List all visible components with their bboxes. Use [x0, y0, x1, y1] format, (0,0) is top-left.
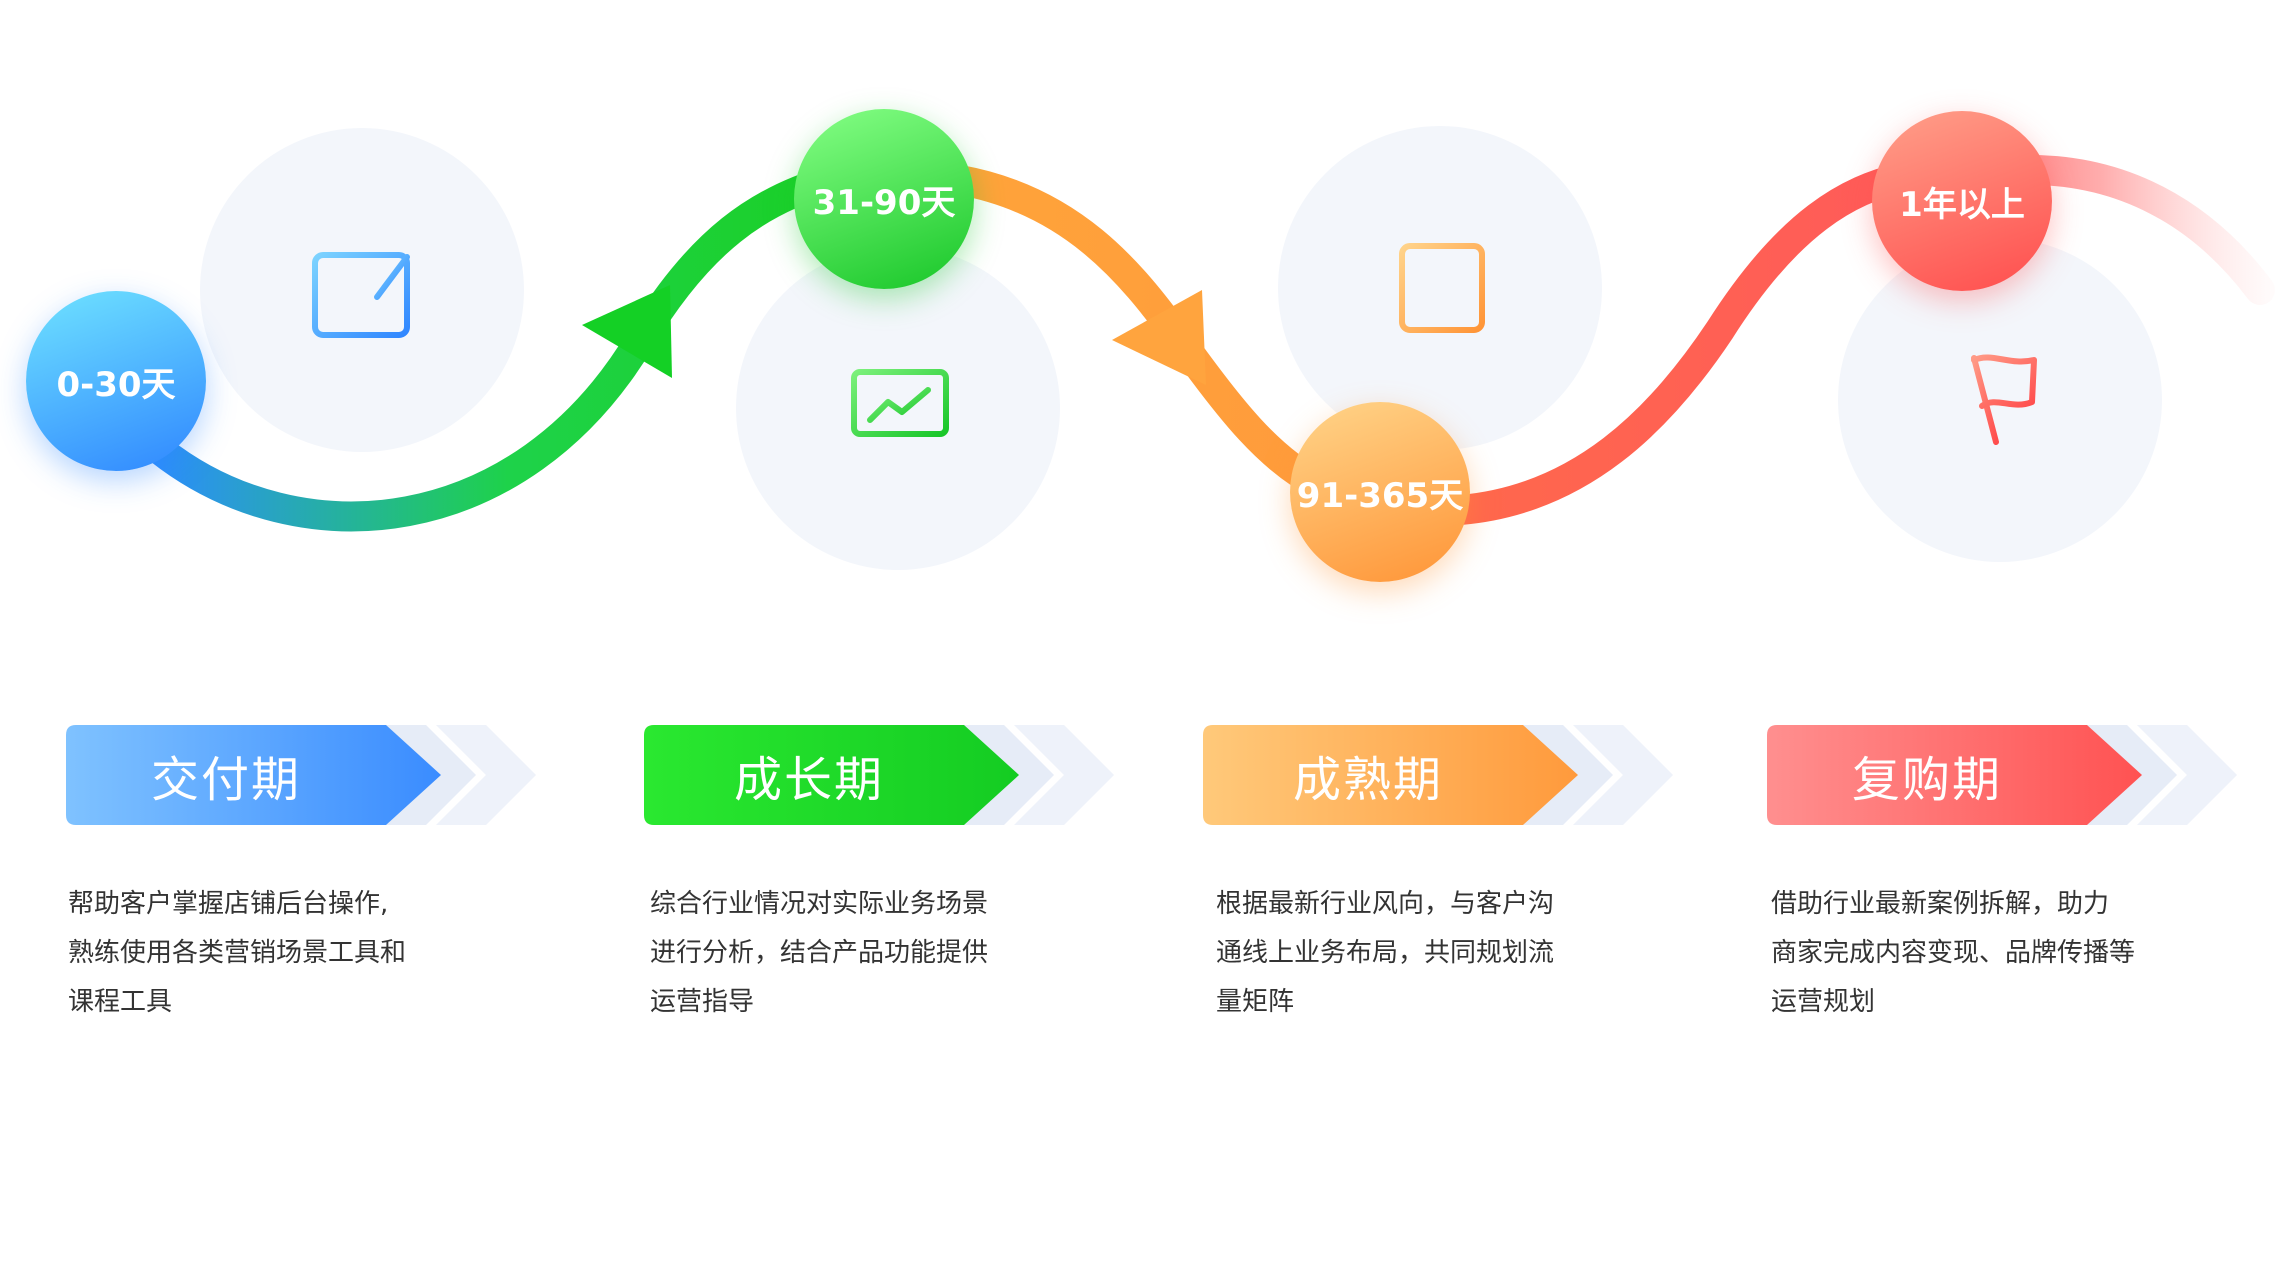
banner-shape	[644, 725, 1019, 825]
period-bubble-growth: 31-90天	[794, 109, 974, 289]
wave-segment-mature	[1445, 155, 2275, 525]
banner-shape	[1767, 725, 2142, 825]
stage-description-growth: 综合行业情况对实际业务场景 进行分析，结合产品功能提供 运营指导	[650, 889, 989, 1017]
wave-segment-delivery	[145, 165, 845, 532]
stage-name: 成长期	[733, 752, 884, 808]
banner-shape	[66, 725, 441, 825]
arrowhead-green	[582, 285, 672, 378]
arrowhead-orange	[1112, 290, 1206, 385]
bg-disc	[1278, 126, 1602, 450]
chevron-ghost	[1573, 725, 1673, 825]
period-bubble-mature: 91-365天	[1290, 402, 1470, 582]
stage-description-delivery: 帮助客户掌握店铺后台操作, 熟练使用各类营销场景工具和 课程工具	[68, 889, 407, 1017]
stage-name: 交付期	[150, 752, 301, 808]
stage-name: 成熟期	[1292, 752, 1443, 808]
bg-disc	[200, 128, 524, 452]
stage-banner-delivery: 交付期	[66, 725, 586, 830]
stage-banner-mature: 成熟期	[1203, 725, 1723, 830]
document-edit-icon	[303, 235, 423, 355]
stage-name: 复购期	[1851, 752, 2002, 808]
grid-panel-icon	[1380, 230, 1500, 350]
chevron-ghost	[1014, 725, 1114, 825]
chevron-ghost	[2137, 725, 2237, 825]
period-bubble-repurchase: 1年以上	[1872, 111, 2052, 291]
stage-banner-repurchase: 复购期	[1767, 725, 2280, 830]
chevron-ghost	[436, 725, 536, 825]
flag-icon	[1940, 340, 2060, 460]
stage-banner-growth: 成长期	[644, 725, 1164, 830]
monitor-chart-icon	[840, 350, 960, 470]
stage-description-repurchase: 借助行业最新案例拆解，助力 商家完成内容变现、品牌传播等 运营规划	[1771, 889, 2136, 1017]
period-bubble-delivery: 0-30天	[26, 291, 206, 471]
stage-description-mature: 根据最新行业风向，与客户沟 通线上业务布局，共同规划流 量矩阵	[1216, 889, 1555, 1017]
banner-shape	[1203, 725, 1578, 825]
